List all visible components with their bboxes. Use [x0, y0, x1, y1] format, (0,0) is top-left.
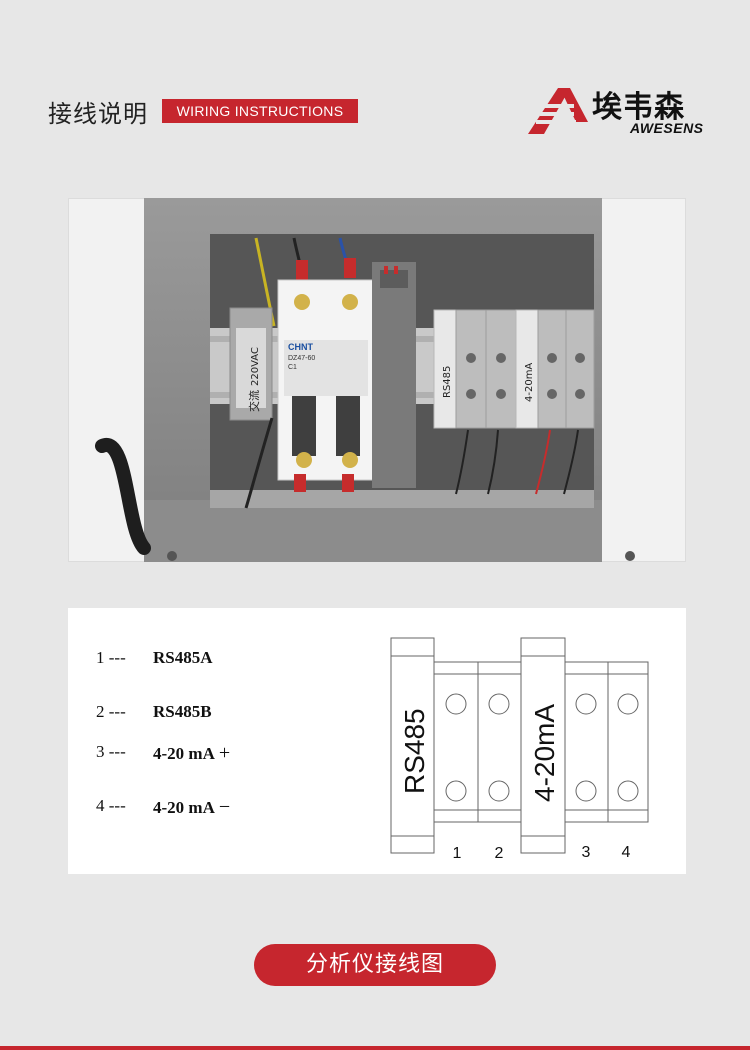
current-block-label: 4-20mA [529, 704, 560, 802]
legend-signal-group: 4-20 mA− [153, 796, 230, 819]
terminal-number-4: 4 [622, 844, 631, 861]
current-terminal-label: 4-20mA [524, 363, 535, 402]
power-terminal-label: 220VAC [250, 347, 261, 386]
terminal-number-1: 1 [453, 845, 462, 862]
legend-symbol: + [218, 742, 231, 764]
rs485-terminal-label: RS485 [442, 366, 453, 398]
wiring-diagram-panel: 1 --- RS485A 2 --- RS485B 3 --- 4-20 mA+… [68, 608, 686, 874]
legend-signal: 4-20 mA [153, 798, 215, 817]
logo-name-cn: 埃韦森 [592, 90, 685, 125]
legend-number: 3 --- [96, 742, 126, 761]
legend-signal: 4-20 mA [153, 744, 215, 763]
legend-signal-group: 4-20 mA+ [153, 742, 230, 765]
bottom-divider [0, 1046, 750, 1050]
power-terminal-label-cn: 交流 [247, 390, 261, 412]
cabinet-illustration: 交流 220VAC CHNT DZ47-60 C1 RS485 [68, 198, 686, 562]
figure-caption: 分析仪接线图 [254, 944, 496, 986]
wiring-photo: 交流 220VAC CHNT DZ47-60 C1 RS485 [68, 198, 686, 562]
terminal-number-3: 3 [582, 844, 591, 861]
breaker-rating: C1 [288, 364, 297, 371]
legend-signal: RS485B [153, 702, 212, 721]
legend-signal: RS485A [153, 648, 213, 667]
rs485-block-label: RS485 [399, 708, 430, 794]
legend-number: 2 --- [96, 702, 126, 721]
brand-logo: 埃韦森 AWESENS [526, 82, 716, 140]
legend-symbol: − [218, 796, 231, 818]
logo-mark-icon [528, 88, 588, 134]
section-title-badge: WIRING INSTRUCTIONS [162, 99, 358, 123]
breaker-model: DZ47-60 [288, 355, 315, 362]
terminal-number-2: 2 [495, 845, 504, 862]
breaker-brand: CHNT [288, 342, 313, 352]
legend-number: 1 --- [96, 648, 126, 667]
logo-name-en: AWESENS [630, 120, 704, 136]
terminal-block-diagram: RS485 4-20mA 1 2 3 4 [390, 637, 649, 862]
legend-number: 4 --- [96, 796, 126, 815]
section-title: 接线说明 [48, 100, 148, 128]
